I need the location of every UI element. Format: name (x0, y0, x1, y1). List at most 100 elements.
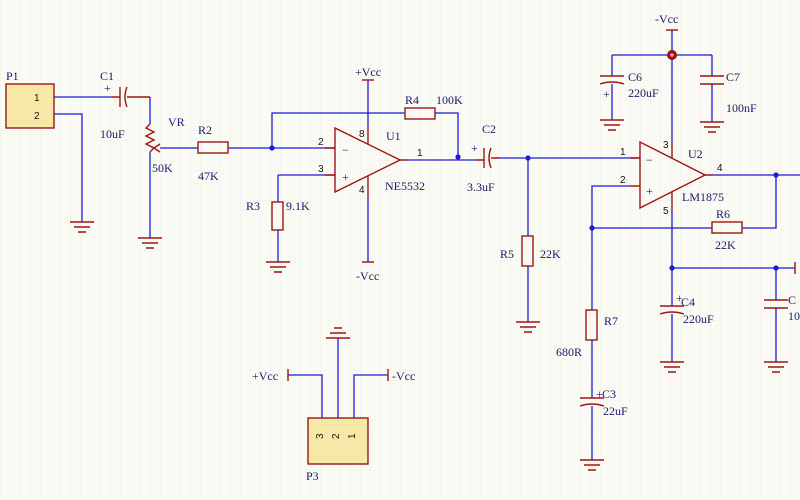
c7-designator: C7 (726, 70, 740, 84)
p3-vee-label: -Vcc (392, 369, 415, 383)
c3-plus: + (596, 387, 603, 401)
p3-vcc-label: +Vcc (252, 369, 278, 383)
u2-minus: − (646, 153, 653, 167)
capacitor-c1[interactable]: + C1 10uF (100, 69, 150, 141)
vr-value: 50K (152, 161, 173, 175)
ground-symbol-c7 (700, 121, 724, 133)
p3-pin2: 2 (331, 433, 342, 439)
r5-designator: R5 (500, 247, 514, 261)
c6-designator: C6 (628, 70, 642, 84)
u1-minus: − (342, 143, 349, 157)
u1-part: NE5532 (385, 179, 425, 193)
c3-value: 22uF (603, 404, 628, 418)
c2-plus: + (471, 141, 478, 155)
capacitor-c7[interactable]: C7 100nF (700, 70, 757, 115)
capacitor-c3[interactable]: + C3 22uF (579, 387, 628, 418)
top-rail-label: -Vcc (655, 12, 678, 26)
r4-value: 100K (436, 93, 463, 107)
ground-symbol-r5 (516, 321, 540, 333)
u1-designator: U1 (386, 129, 401, 143)
r5-value: 22K (540, 247, 561, 261)
c2-value: 3.3uF (467, 180, 495, 194)
r2-designator: R2 (198, 123, 212, 137)
u1-pin-noninv: 3 (318, 164, 324, 175)
ground-symbol-c3 (580, 459, 604, 471)
opamp-u1[interactable]: − + 2 3 1 8 4 U1 NE5532 (318, 126, 425, 198)
u2-pin-out: 4 (717, 163, 723, 174)
u1-vneg-label: -Vcc (356, 269, 379, 283)
connector-p3[interactable]: 3 2 1 P3 (306, 417, 369, 483)
r4-designator: R4 (405, 93, 419, 107)
p1-pin1: 1 (34, 93, 40, 104)
u2-part: LM1875 (682, 190, 724, 204)
c4-plus: + (676, 291, 683, 305)
r3-designator: R3 (246, 199, 260, 213)
r3-value: 9.1K (286, 199, 310, 213)
r2-value: 47K (198, 169, 219, 183)
u1-pin-out: 1 (417, 148, 423, 159)
wire-r6-right (742, 175, 777, 229)
r6-value: 22K (715, 238, 736, 252)
c4-designator: C4 (681, 295, 695, 309)
potentiometer-vr[interactable]: VR 50K (144, 115, 185, 175)
capacitor-c2[interactable]: + C2 3.3uF (467, 122, 500, 194)
capacitor-c6[interactable]: + C6 220uF (599, 70, 659, 101)
p1-pin2: 2 (34, 111, 40, 122)
u1-pin-vneg: 4 (359, 185, 365, 196)
c3-designator: C3 (602, 387, 616, 401)
top-rail-junction-inner (670, 53, 674, 57)
u1-pin-inv: 2 (318, 137, 324, 148)
c7-value: 100nF (726, 101, 757, 115)
c6-plus: + (603, 87, 610, 101)
junction-u1-out (455, 154, 461, 160)
c1-plus: + (104, 81, 111, 95)
u2-designator: U2 (688, 147, 703, 161)
junction-u2-out (773, 172, 779, 178)
p3-designator: P3 (306, 469, 319, 483)
opamp-u2[interactable]: − + 1 2 4 3 5 U2 LM1875 (620, 140, 724, 217)
u2-plus: + (646, 184, 653, 198)
c4-value: 220uF (683, 312, 714, 326)
c1-designator: C1 (100, 69, 114, 83)
u1-vpos-label: +Vcc (355, 65, 381, 79)
u1-pin-vpos: 8 (359, 129, 365, 140)
ground-symbol-c6 (600, 119, 624, 131)
c5-designator: C (788, 293, 796, 307)
wire-p3-pin1 (353, 374, 388, 418)
p3-pin3: 3 (315, 433, 326, 439)
resistor-r6[interactable]: R6 22K (711, 207, 743, 252)
r7-value: 680R (556, 345, 582, 359)
r6-designator: R6 (716, 207, 730, 221)
resistor-r3[interactable]: R3 9.1K (246, 199, 310, 231)
ground-symbol-c5 (764, 361, 788, 373)
vr-designator: VR (168, 115, 185, 129)
p1-designator: P1 (6, 69, 19, 83)
p3-pin1: 1 (347, 433, 358, 439)
c2-designator: C2 (482, 122, 496, 136)
c6-value: 220uF (628, 86, 659, 100)
capacitor-c4[interactable]: + C4 220uF (659, 291, 714, 326)
ground-symbol-vr (138, 237, 162, 249)
r7-designator: R7 (604, 314, 618, 328)
resistor-r2[interactable]: R2 47K (197, 123, 229, 183)
u2-pin-vpos: 3 (663, 140, 669, 151)
u2-pin-vneg: 5 (663, 206, 669, 217)
ground-symbol-r3 (266, 261, 290, 273)
connector-p1[interactable]: P1 1 2 (5, 69, 55, 129)
u2-pin-inv: 1 (620, 147, 626, 158)
u2-pin-noninv: 2 (620, 175, 626, 186)
ground-symbol-p3 (326, 327, 350, 339)
wire-feedback-left (271, 112, 405, 148)
wire-u2-noninv (591, 185, 630, 310)
c5-value: 10 (788, 309, 800, 323)
wire-feedback-right (435, 112, 459, 157)
ground-symbol-p1 (70, 221, 94, 233)
wire-p3-pin3 (288, 374, 323, 418)
wire-p1-pin2 (54, 113, 83, 222)
u1-plus: + (342, 170, 349, 184)
c1-value: 10uF (100, 127, 125, 141)
ground-symbol-c4 (660, 361, 684, 373)
resistor-r4[interactable]: R4 100K (404, 93, 463, 120)
